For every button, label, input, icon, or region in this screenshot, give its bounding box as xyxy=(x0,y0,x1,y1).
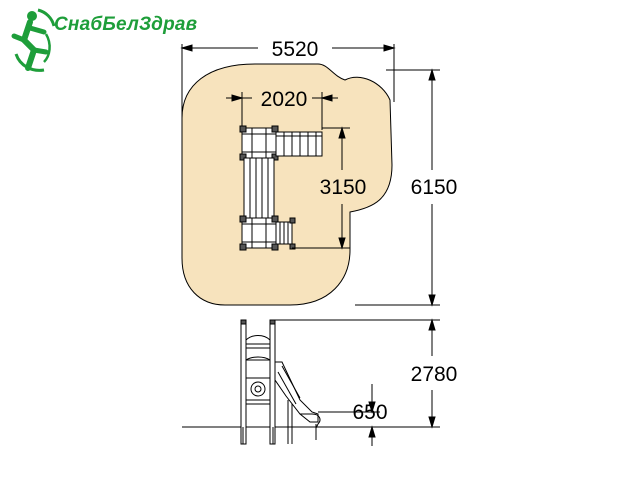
plan-view: 5520 2020 3150 xyxy=(180,38,458,307)
dim-zone-depth-label: 6150 xyxy=(411,176,458,199)
dim-platform-depth xyxy=(292,126,350,250)
dim-platform-width xyxy=(226,92,338,130)
dim-slide-height xyxy=(318,384,380,446)
brand-logo: СнабБелЗдрав xyxy=(8,4,228,76)
side-elevation: 2780 650 xyxy=(182,318,458,446)
runner-logo-icon xyxy=(11,8,56,72)
dim-slide-height-label: 650 xyxy=(352,401,387,424)
dim-zone-width xyxy=(180,44,396,118)
dim-platform-depth-label: 3150 xyxy=(320,176,367,199)
play-structure-side xyxy=(240,319,321,445)
dim-platform-width-label: 2020 xyxy=(261,88,308,111)
dim-zone-width-label: 5520 xyxy=(272,38,319,61)
dim-zone-depth xyxy=(355,68,440,307)
brand-name: СнабБелЗдрав xyxy=(54,14,198,35)
dim-total-height xyxy=(275,318,440,429)
play-structure-top xyxy=(239,125,323,251)
dim-total-height-label: 2780 xyxy=(411,363,458,386)
